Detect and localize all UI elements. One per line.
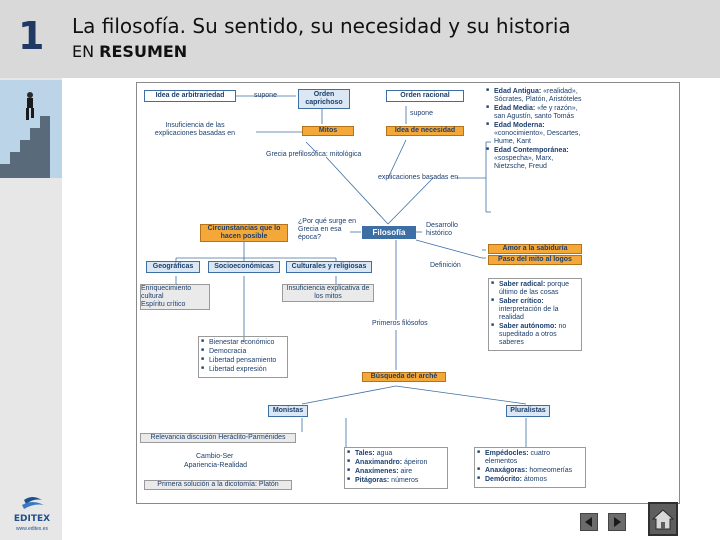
bienestar-item: Bienestar económico xyxy=(201,339,285,347)
saber-item: Saber radical: porque último de las cosa… xyxy=(491,281,579,297)
node-enriquecimiento: Enriquecimiento cultural Espíritu crític… xyxy=(140,284,210,310)
pluralistas-panel: Empédocles: cuatro elementos Anaxágoras:… xyxy=(474,447,586,488)
saberes-list: Saber radical: porque último de las cosa… xyxy=(491,281,579,347)
node-idea-arbitrariedad: Idea de arbitrariedad xyxy=(144,90,236,102)
node-primera-solucion: Primera solución a la dicotomía: Platón xyxy=(144,480,292,490)
label-explicaciones-basadas: explicaciones basadas en xyxy=(378,174,458,182)
page-subtitle: EN RESUMEN xyxy=(72,42,187,61)
enriquecimiento-text: Enriquecimiento cultural xyxy=(141,285,209,301)
bienestar-item: Libertad pensamiento xyxy=(201,357,285,365)
label-apariencia-realidad: Apariencia-Realidad xyxy=(184,462,247,470)
monistas-panel: Tales: agua Anaximandro: ápeiron Anaxíme… xyxy=(344,447,448,489)
label-supone-2: supone xyxy=(410,110,433,118)
logo-text: EDITEX xyxy=(8,514,56,524)
pluralista-item: Demócrito: átomos xyxy=(477,476,583,484)
node-culturales: Culturales y religiosas xyxy=(286,261,372,273)
edades-list: Edad Antigua: «realidad», Sócrates, Plat… xyxy=(486,88,582,171)
prev-arrow-icon xyxy=(581,514,597,530)
edad-item: Edad Contemporánea: «sospecha», Marx, Ni… xyxy=(486,147,582,171)
subtitle-bold: RESUMEN xyxy=(99,42,187,61)
stairs-photo xyxy=(0,80,62,178)
page-title: La filosofía. Su sentido, su necesidad y… xyxy=(72,14,571,38)
bienestar-item: Libertad expresión xyxy=(201,366,285,374)
prev-button[interactable] xyxy=(580,513,598,531)
node-busqueda-arche: Búsqueda del arché xyxy=(362,372,446,382)
bienestar-item: Democracia xyxy=(201,348,285,356)
label-supone-1: supone xyxy=(254,92,277,100)
node-orden-racional: Orden racional xyxy=(386,90,464,102)
node-amor-sabiduria: Amor a la sabiduría xyxy=(488,244,582,254)
chapter-number: 1 xyxy=(18,14,44,58)
pluralistas-list: Empédocles: cuatro elementos Anaxágoras:… xyxy=(477,450,583,484)
pluralista-item: Empédocles: cuatro elementos xyxy=(477,450,583,466)
monista-item: Pitágoras: números xyxy=(347,477,445,485)
bienestar-list: Bienestar económico Democracia Libertad … xyxy=(201,339,285,374)
edad-item: Edad Antigua: «realidad», Sócrates, Plat… xyxy=(486,88,582,104)
next-button[interactable] xyxy=(608,513,626,531)
espiritu-critico-text: Espíritu crítico xyxy=(141,301,209,309)
label-desarrollo-historico: Desarrollo histórico xyxy=(426,222,466,238)
node-orden-caprichoso: Orden caprichoso xyxy=(298,89,350,109)
saber-item: Saber autónomo: no supeditado a otros sa… xyxy=(491,323,579,347)
node-paso-mito-logos: Paso del mito al logos xyxy=(488,255,582,265)
editex-logo-icon xyxy=(8,496,56,514)
edad-item: Edad Moderna: «conocimiento», Descartes,… xyxy=(486,122,582,146)
subtitle-prefix: EN xyxy=(72,42,94,61)
saberes-panel: Saber radical: porque último de las cosa… xyxy=(488,278,582,351)
label-primeros-filosofos: Primeros filósofos xyxy=(372,320,428,328)
next-arrow-icon xyxy=(609,514,625,530)
header-bar xyxy=(0,0,720,78)
monistas-list: Tales: agua Anaximandro: ápeiron Anaxíme… xyxy=(347,450,445,485)
node-socioeconomicas: Socioeconómicas xyxy=(208,261,280,273)
node-monistas: Monistas xyxy=(268,405,308,417)
label-insuficiencia: Insuficiencia de las explicaciones basad… xyxy=(148,122,242,138)
node-insuficiencia-mitos: Insuficiencia explicativa de los mitos xyxy=(282,284,374,302)
saber-item: Saber crítico: interpretación de la real… xyxy=(491,298,579,322)
node-relevancia: Relevancia discusión Heráclito-Parménide… xyxy=(140,433,296,443)
pluralista-item: Anaxágoras: homeomerías xyxy=(477,467,583,475)
monista-item: Tales: agua xyxy=(347,450,445,458)
logo-url: www.editex.es xyxy=(8,526,56,532)
label-cambio-ser: Cambio-Ser xyxy=(196,453,233,461)
label-pregunta: ¿Por qué surge en Grecia en esa época? xyxy=(298,218,358,242)
node-geograficas: Geográficas xyxy=(146,261,200,273)
node-circunstancias: Circunstancias que lo hacen posible xyxy=(200,224,288,242)
edades-panel: Edad Antigua: «realidad», Sócrates, Plat… xyxy=(486,88,582,172)
home-button[interactable] xyxy=(648,502,678,536)
editex-logo: EDITEX www.editex.es xyxy=(8,496,56,536)
monista-item: Anaxímenes: aire xyxy=(347,468,445,476)
node-idea-necesidad: Idea de necesidad xyxy=(386,126,464,136)
label-definicion: Definición xyxy=(430,262,461,270)
node-mitos: Mitos xyxy=(302,126,354,136)
bienestar-panel: Bienestar económico Democracia Libertad … xyxy=(198,336,288,378)
edad-item: Edad Media: «fe y razón», san Agustín, s… xyxy=(486,105,582,121)
node-pluralistas: Pluralistas xyxy=(506,405,550,417)
node-filosofia: Filosofía xyxy=(362,226,416,239)
monista-item: Anaximandro: ápeiron xyxy=(347,459,445,467)
label-grecia-prefilosofica: Grecia prefilosófica: mitológica xyxy=(266,151,361,159)
home-icon xyxy=(650,504,676,534)
